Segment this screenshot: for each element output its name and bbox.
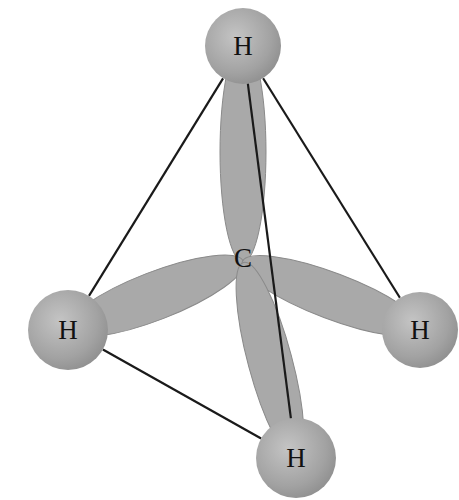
hydrogen-atom: H xyxy=(205,8,281,84)
hydrogen-atom: H xyxy=(382,292,458,368)
tetrahedron-edge xyxy=(103,350,261,439)
carbon-symbol: C xyxy=(234,245,252,272)
tetrahedron-edge xyxy=(263,78,400,298)
hydrogen-atom: H xyxy=(28,290,108,370)
tetrahedron-edge xyxy=(89,78,223,296)
atom-symbol: H xyxy=(58,317,78,344)
hydrogen-atom: H xyxy=(256,418,336,498)
atom-symbol: H xyxy=(410,317,430,344)
tetrahedron-edge xyxy=(248,84,291,419)
atom-symbol: H xyxy=(233,33,253,60)
atom-symbol: H xyxy=(286,445,306,472)
